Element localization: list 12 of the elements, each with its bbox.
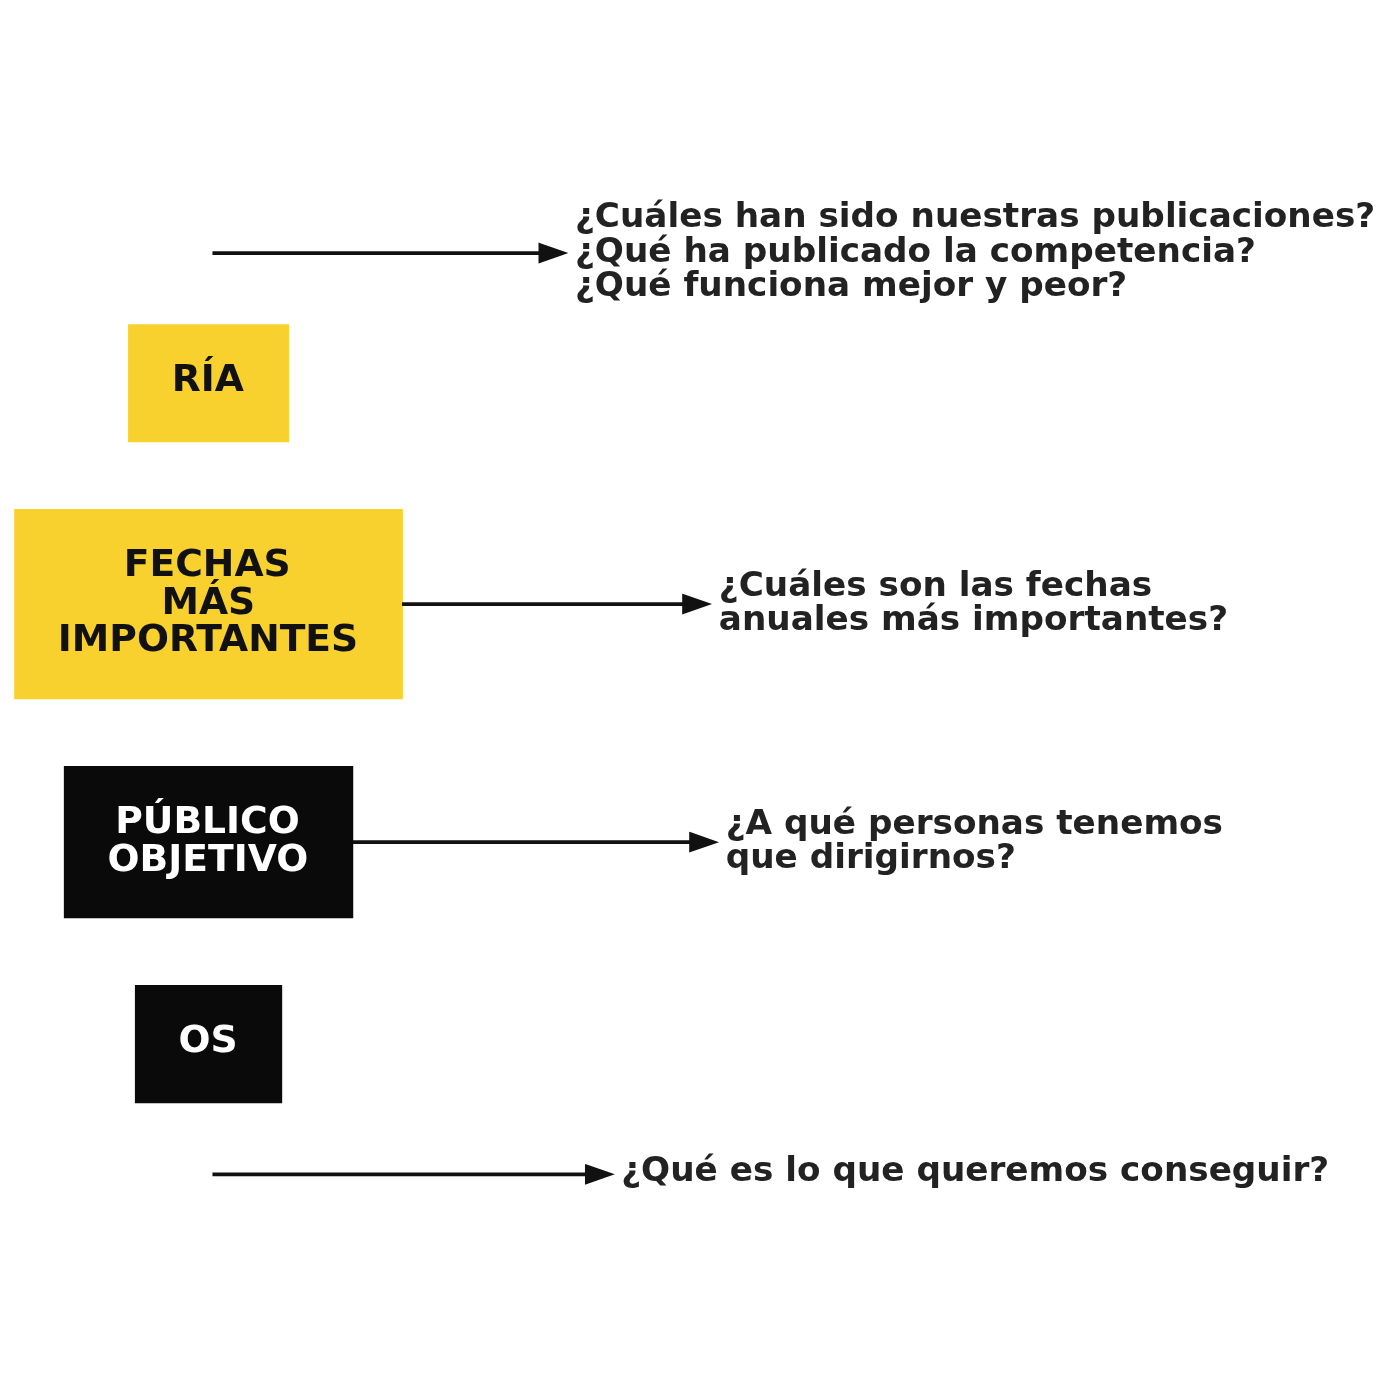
arrow (402, 593, 713, 615)
node-text: ¿Qué es lo que queremos conseguir? (621, 1149, 1330, 1190)
node-box: RÍA (128, 324, 290, 443)
node-box: PÚBLICO OBJETIVO (63, 765, 354, 919)
arrow (212, 1163, 615, 1185)
node-box: FECHAS MÁS IMPORTANTES (14, 509, 403, 700)
node-text: ¿Cuáles son las fechas anuales más importantes? (718, 563, 1229, 638)
arrow (212, 242, 569, 264)
arrow (352, 831, 720, 853)
node-text: ¿A qué personas tenemos que dirigirnos? (725, 801, 1223, 876)
node-text: ¿Cuáles han sido nuestras publicaciones? ¿Qué ha publicado la competencia? ¿Qué funciona mejor y peor? (575, 195, 1376, 304)
node-box: OS (134, 985, 283, 1104)
